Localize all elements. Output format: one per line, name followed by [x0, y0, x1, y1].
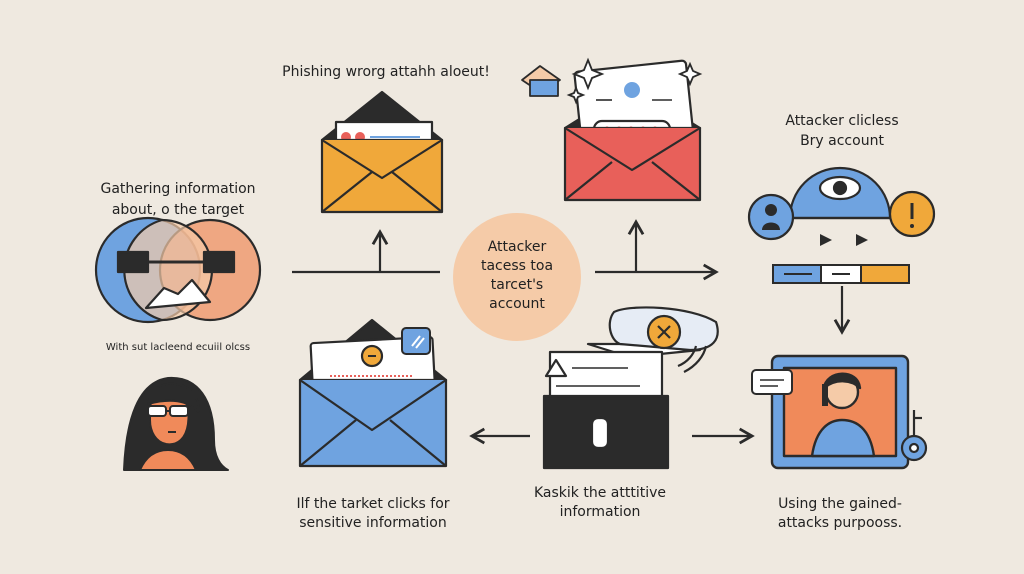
hacker-coin-icon: [608, 306, 719, 373]
progress-bar-icon: [772, 264, 910, 284]
center-label-line4: account: [489, 296, 545, 312]
monitor-person-icon: [770, 354, 910, 470]
document-pile-icon: [542, 332, 702, 470]
label-phishing: Phishing wrorg attahh aloeut!: [282, 64, 490, 80]
red-envelope-icon: [563, 59, 702, 202]
yellow-envelope-icon: [320, 90, 444, 214]
label-using-line2: attacks purpooss.: [777, 515, 903, 531]
label-gathering-line2: about, o the target: [111, 202, 245, 218]
attachment-icon: [401, 327, 431, 355]
label-target-clicks-line2: sensitive information: [299, 515, 447, 531]
center-label-line3: tarcet's: [490, 277, 544, 293]
gathering-info-icon: [94, 216, 262, 324]
label-gathering-line1: Gathering information: [100, 181, 256, 197]
center-label-line2: tacess toa: [480, 258, 554, 274]
sparkle-icons: [566, 57, 703, 105]
label-attacker-clicks-line2: Bry account: [800, 133, 884, 149]
label-kaskik-line2: information: [559, 504, 641, 520]
connectors: [292, 219, 851, 445]
center-node-circle: [453, 213, 581, 341]
label-attacker-clicks-line1: Attacker clicless: [785, 113, 899, 129]
user-bubble-icon: [747, 193, 795, 241]
center-label-line1: Attacker: [487, 239, 547, 255]
monitoring-eye-icon: [788, 166, 892, 220]
woman-avatar-icon: [123, 376, 229, 471]
label-kaskik-line1: Kaskik the atttitive: [533, 485, 666, 501]
key-icon: [900, 410, 928, 462]
label-target-clicks-line1: Ilf the tarket clicks for: [296, 496, 450, 512]
small-box-icon: [521, 65, 561, 97]
alert-bubble-icon: [888, 190, 936, 238]
chat-bubble-icon: [751, 369, 793, 395]
label-with-text: With sut lacleend ecuiil olcss: [105, 342, 251, 353]
label-using-line1: Using the gained-: [778, 496, 902, 512]
play-icons: [820, 234, 868, 246]
